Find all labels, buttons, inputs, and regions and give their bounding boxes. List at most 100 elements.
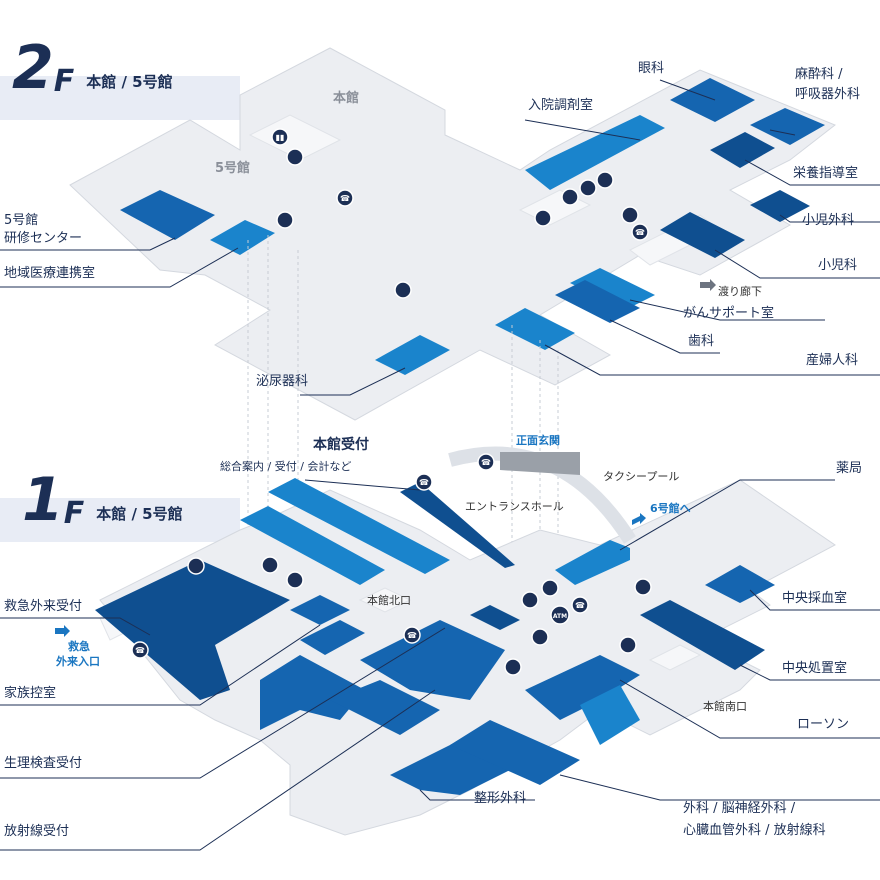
svg-text:☎: ☎: [575, 601, 585, 610]
block-emergency: [95, 560, 290, 700]
icon-glyphs: ▮▮ ☎ ☎ ☎ ☎ ☎ ☎ ☎: [135, 133, 645, 655]
floor-2f-departments: [120, 78, 825, 375]
label-obgyn: 産婦人科: [806, 353, 859, 368]
phone-icon: [403, 626, 421, 644]
label-north-exit: 本館北口: [367, 594, 411, 607]
label-pediatric-surgery: 小児外科: [802, 213, 855, 228]
label-cancer-support: がんサポート室: [683, 306, 775, 321]
svg-text:☎: ☎: [481, 458, 491, 467]
label-ophthalmology: 眼科: [638, 61, 665, 76]
floor-2f-number: 2: [12, 33, 54, 103]
restroom-icon: [276, 211, 294, 229]
block-training-center: [120, 190, 215, 240]
svg-text:☎: ☎: [340, 194, 350, 203]
block-center-mid: [360, 620, 505, 700]
label-taxi-pool: タクシープール: [603, 470, 680, 483]
phone-icon: [336, 189, 354, 207]
leader-lines: [0, 79, 880, 851]
label-main-reception: 本館受付: [313, 437, 369, 453]
restroom-icon: [394, 281, 412, 299]
svg-text:☎: ☎: [419, 478, 429, 487]
phone-icon: [131, 641, 149, 659]
label-treatment-room: 中央処置室: [782, 661, 848, 676]
label-building5: 5号館: [215, 161, 251, 176]
phone-icon: [571, 596, 589, 614]
label-entrance-hall: エントランスホール: [465, 500, 564, 513]
phone-icon: [415, 473, 433, 491]
label-anesthesiology: 麻酔科 /: [795, 67, 843, 82]
label-pharmacy: 薬局: [836, 461, 863, 476]
arrow-right-icon: [700, 279, 716, 291]
arrow-right-icon: [632, 513, 646, 525]
block-regional-liaison: [210, 220, 275, 255]
floor-2f-buildings: 本館 / 5号館: [86, 73, 173, 91]
phone-icon: [477, 453, 495, 471]
escalator-icon: [286, 148, 304, 166]
restroom-icon: [596, 171, 614, 189]
floor-1f-suffix: F: [63, 496, 85, 531]
floor-2f-band: [0, 76, 240, 120]
block-surgery-center: [450, 720, 580, 785]
block-nutrition: [710, 132, 775, 168]
atm-icon-label: ATM: [553, 613, 567, 620]
block-cancer-support: [570, 268, 655, 310]
block-radiology: [330, 680, 440, 735]
label-orthopedics: 整形外科: [474, 791, 527, 806]
block-blood-collection: [705, 565, 775, 603]
label-inpatient-pharmacy: 入院調剤室: [528, 98, 594, 113]
block-ophthalmology: [670, 78, 755, 122]
label-building5-training-1: 5号館: [4, 213, 39, 228]
floor-1f-departments: [95, 478, 775, 795]
label-emergency-reception: 救急外来受付: [4, 599, 83, 614]
label-physiology-reception: 生理検査受付: [4, 756, 83, 771]
svg-text:☎: ☎: [635, 228, 645, 237]
label-building5-training-2: 研修センター: [4, 231, 83, 246]
label-nutrition: 栄養指導室: [793, 166, 859, 181]
label-radiology-reception: 放射線受付: [4, 824, 70, 839]
label-main-entrance: 正面玄関: [516, 434, 560, 447]
elevator-icon: [261, 556, 279, 574]
label-respiratory-surgery: 呼吸器外科: [795, 87, 861, 102]
main-entrance-gate: [500, 452, 580, 475]
block-main-reception-2: [240, 506, 385, 585]
block-anesthesiology: [750, 108, 825, 145]
label-to-building6: 6号館へ: [650, 502, 691, 515]
svg-text:☎: ☎: [407, 631, 417, 640]
label-emergency-entrance-1: 救急: [68, 640, 90, 653]
floor-2f-title: 2 F 本館 / 5号館: [12, 38, 173, 98]
elevator-icon: [534, 209, 552, 227]
block-reception-wedge: [400, 482, 515, 568]
label-surgery-2: 心臓血管外科 / 放射線科: [683, 823, 826, 838]
block-lawson: [525, 655, 640, 720]
floor-2f-suffix: F: [53, 64, 75, 99]
floor-1f-number: 1: [22, 465, 64, 535]
block-pediatric-surgery: [750, 190, 810, 222]
svg-text:☎: ☎: [135, 646, 145, 655]
elevator-icon: [271, 128, 289, 146]
block-surgery-right: [580, 685, 640, 745]
arrow-icons: [55, 279, 716, 637]
block-pharmacy: [555, 540, 630, 585]
floor-1f-title: 1 F 本館 / 5号館: [22, 470, 183, 530]
escalator-icon: [541, 579, 559, 597]
label-lawson: ローソン: [797, 717, 850, 732]
block-inpatient-pharmacy: [525, 115, 665, 190]
label-emergency-entrance-2: 外来入口: [56, 655, 100, 668]
label-urology: 泌尿器科: [256, 374, 309, 389]
floor-1f-buildings: 本館 / 5号館: [96, 505, 183, 523]
block-dentistry: [555, 280, 640, 323]
label-corridor: 渡り廊下: [718, 285, 762, 298]
label-regional-liaison: 地域医療連携室: [4, 266, 96, 281]
restroom-icon: [504, 658, 522, 676]
label-south-exit: 本館南口: [703, 700, 747, 713]
label-blood-collection: 中央採血室: [782, 591, 848, 606]
escalator-icon: [579, 179, 597, 197]
accessible-restroom-icon: [561, 188, 579, 206]
atm-icon: [550, 605, 570, 625]
label-main-reception-sub: 総合案内 / 受付 / 会計など: [220, 460, 352, 473]
escalator-icon: [286, 571, 304, 589]
label-dentistry: 歯科: [688, 334, 715, 349]
svg-text:▮▮: ▮▮: [276, 133, 285, 142]
label-pediatrics: 小児科: [818, 258, 858, 273]
